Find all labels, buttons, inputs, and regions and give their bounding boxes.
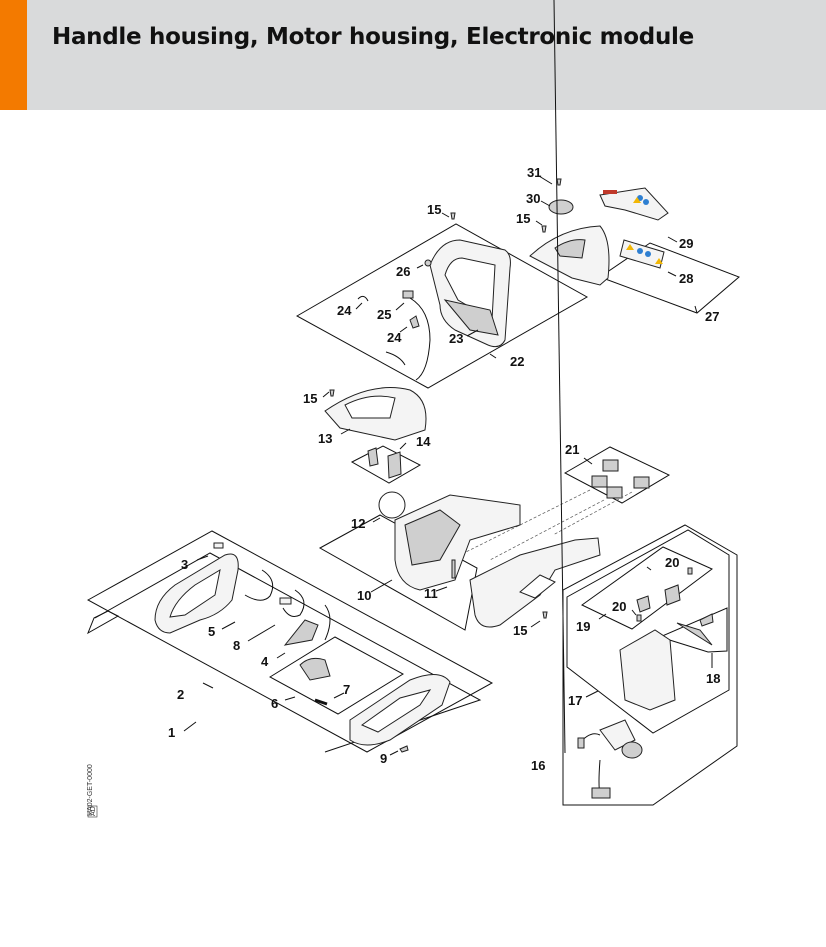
left-handle-shell-part — [154, 553, 239, 634]
ring-part-12 — [378, 491, 406, 519]
screw-part-15c — [329, 389, 335, 397]
motor-housing-part — [394, 494, 521, 591]
damper-part-a — [602, 459, 619, 472]
right-handle-shell-part — [349, 674, 451, 746]
callout-21: 21 — [565, 442, 579, 457]
callout-labels: 31 30 15 15 29 28 27 26 25 24 24 23 22 1… — [168, 165, 720, 773]
lever-set-part-18 — [676, 613, 714, 646]
callout-24: 24 — [337, 303, 352, 318]
callout-15: 15 — [427, 202, 441, 217]
trigger-part-4 — [283, 604, 331, 646]
callout-8: 8 — [233, 638, 240, 653]
group-box-19 — [581, 546, 713, 630]
cover-part-13 — [324, 387, 427, 441]
pin-part-11 — [451, 559, 456, 579]
damper-part-d — [633, 476, 650, 489]
page-title: Handle housing, Motor housing, Electroni… — [52, 24, 694, 50]
group-box-14 — [350, 445, 422, 484]
screw-part-15d — [542, 611, 548, 619]
group-box-10 — [318, 514, 478, 631]
callout-29: 29 — [679, 236, 693, 251]
callout-30: 30 — [526, 191, 540, 206]
spring-part-7 — [314, 698, 328, 706]
group-box-22 — [295, 223, 589, 389]
callout-18: 18 — [706, 671, 720, 686]
callout-23: 23 — [449, 331, 463, 346]
callout-25: 25 — [377, 307, 391, 322]
cable-part-25 — [385, 290, 431, 381]
callout-10: 10 — [357, 588, 371, 603]
callout-7: 7 — [343, 682, 350, 697]
cable-part-8 — [279, 589, 305, 617]
group-box-2 — [87, 610, 120, 635]
screw-part-15a — [450, 212, 456, 220]
front-handle-part — [429, 239, 511, 348]
group-box-21 — [563, 446, 671, 504]
callout-6: 6 — [271, 696, 278, 711]
callout-3: 3 — [181, 557, 188, 572]
callout-20: 20 — [612, 599, 626, 614]
callout-1: 1 — [168, 725, 175, 740]
callout-11: 11 — [424, 586, 438, 601]
callout-28: 28 — [679, 271, 693, 286]
leader-lines — [183, 0, 713, 756]
screw-part-9 — [399, 745, 409, 753]
wire-part-5 — [244, 569, 274, 601]
callout-17: 17 — [568, 693, 582, 708]
filter-part-14b — [387, 451, 402, 479]
plug-part-26 — [424, 259, 432, 267]
callout-27: 27 — [705, 309, 719, 324]
label-part-28 — [619, 239, 665, 269]
label-part-3 — [213, 542, 224, 549]
callout-26: 26 — [396, 264, 410, 279]
cover-part — [529, 225, 610, 286]
callout-2: 2 — [177, 687, 184, 702]
switch-lever-part-6 — [299, 657, 331, 681]
callout-4: 4 — [261, 654, 269, 669]
screw-part-15b — [541, 225, 547, 233]
damper-part-b — [591, 475, 608, 488]
damper-part-c — [606, 486, 623, 499]
clip-part-20b — [636, 614, 642, 622]
electronics-housing-part — [619, 629, 676, 711]
filter-part-14a — [367, 447, 379, 467]
group-box-1 — [86, 530, 494, 753]
housing-shell-part — [469, 537, 601, 628]
contact-part-19b — [636, 595, 651, 613]
contact-part-19a — [664, 584, 681, 606]
button-part-30 — [548, 199, 574, 215]
callout-12: 12 — [351, 516, 365, 531]
label-part-29 — [599, 187, 669, 221]
group-box-17 — [566, 529, 730, 734]
callout-15: 15 — [303, 391, 317, 406]
callout-5: 5 — [208, 624, 215, 639]
callout-24: 24 — [387, 330, 402, 345]
callout-20: 20 — [665, 555, 679, 570]
reference-code: HA02-GET-0000 — [87, 764, 94, 816]
callout-15: 15 — [513, 623, 527, 638]
clip-part-20a — [687, 567, 693, 575]
reference-code-text: HA02-GET-0000 — [87, 764, 94, 816]
callout-31: 31 — [527, 165, 541, 180]
clip-part-24 — [357, 295, 420, 329]
reference-tag-text: AD — [90, 806, 97, 816]
header-bar: Handle housing, Motor housing, Electroni… — [0, 0, 826, 110]
callout-22: 22 — [510, 354, 524, 369]
callout-15: 15 — [516, 211, 530, 226]
screw-part-31 — [556, 178, 562, 186]
electronic-module-part — [577, 719, 643, 799]
reference-tag: AD — [87, 805, 98, 818]
callout-9: 9 — [380, 751, 387, 766]
callout-14: 14 — [416, 434, 431, 449]
callout-13: 13 — [318, 431, 332, 446]
callout-16: 16 — [531, 758, 545, 773]
accent-stripe — [0, 0, 27, 110]
callout-19: 19 — [576, 619, 590, 634]
